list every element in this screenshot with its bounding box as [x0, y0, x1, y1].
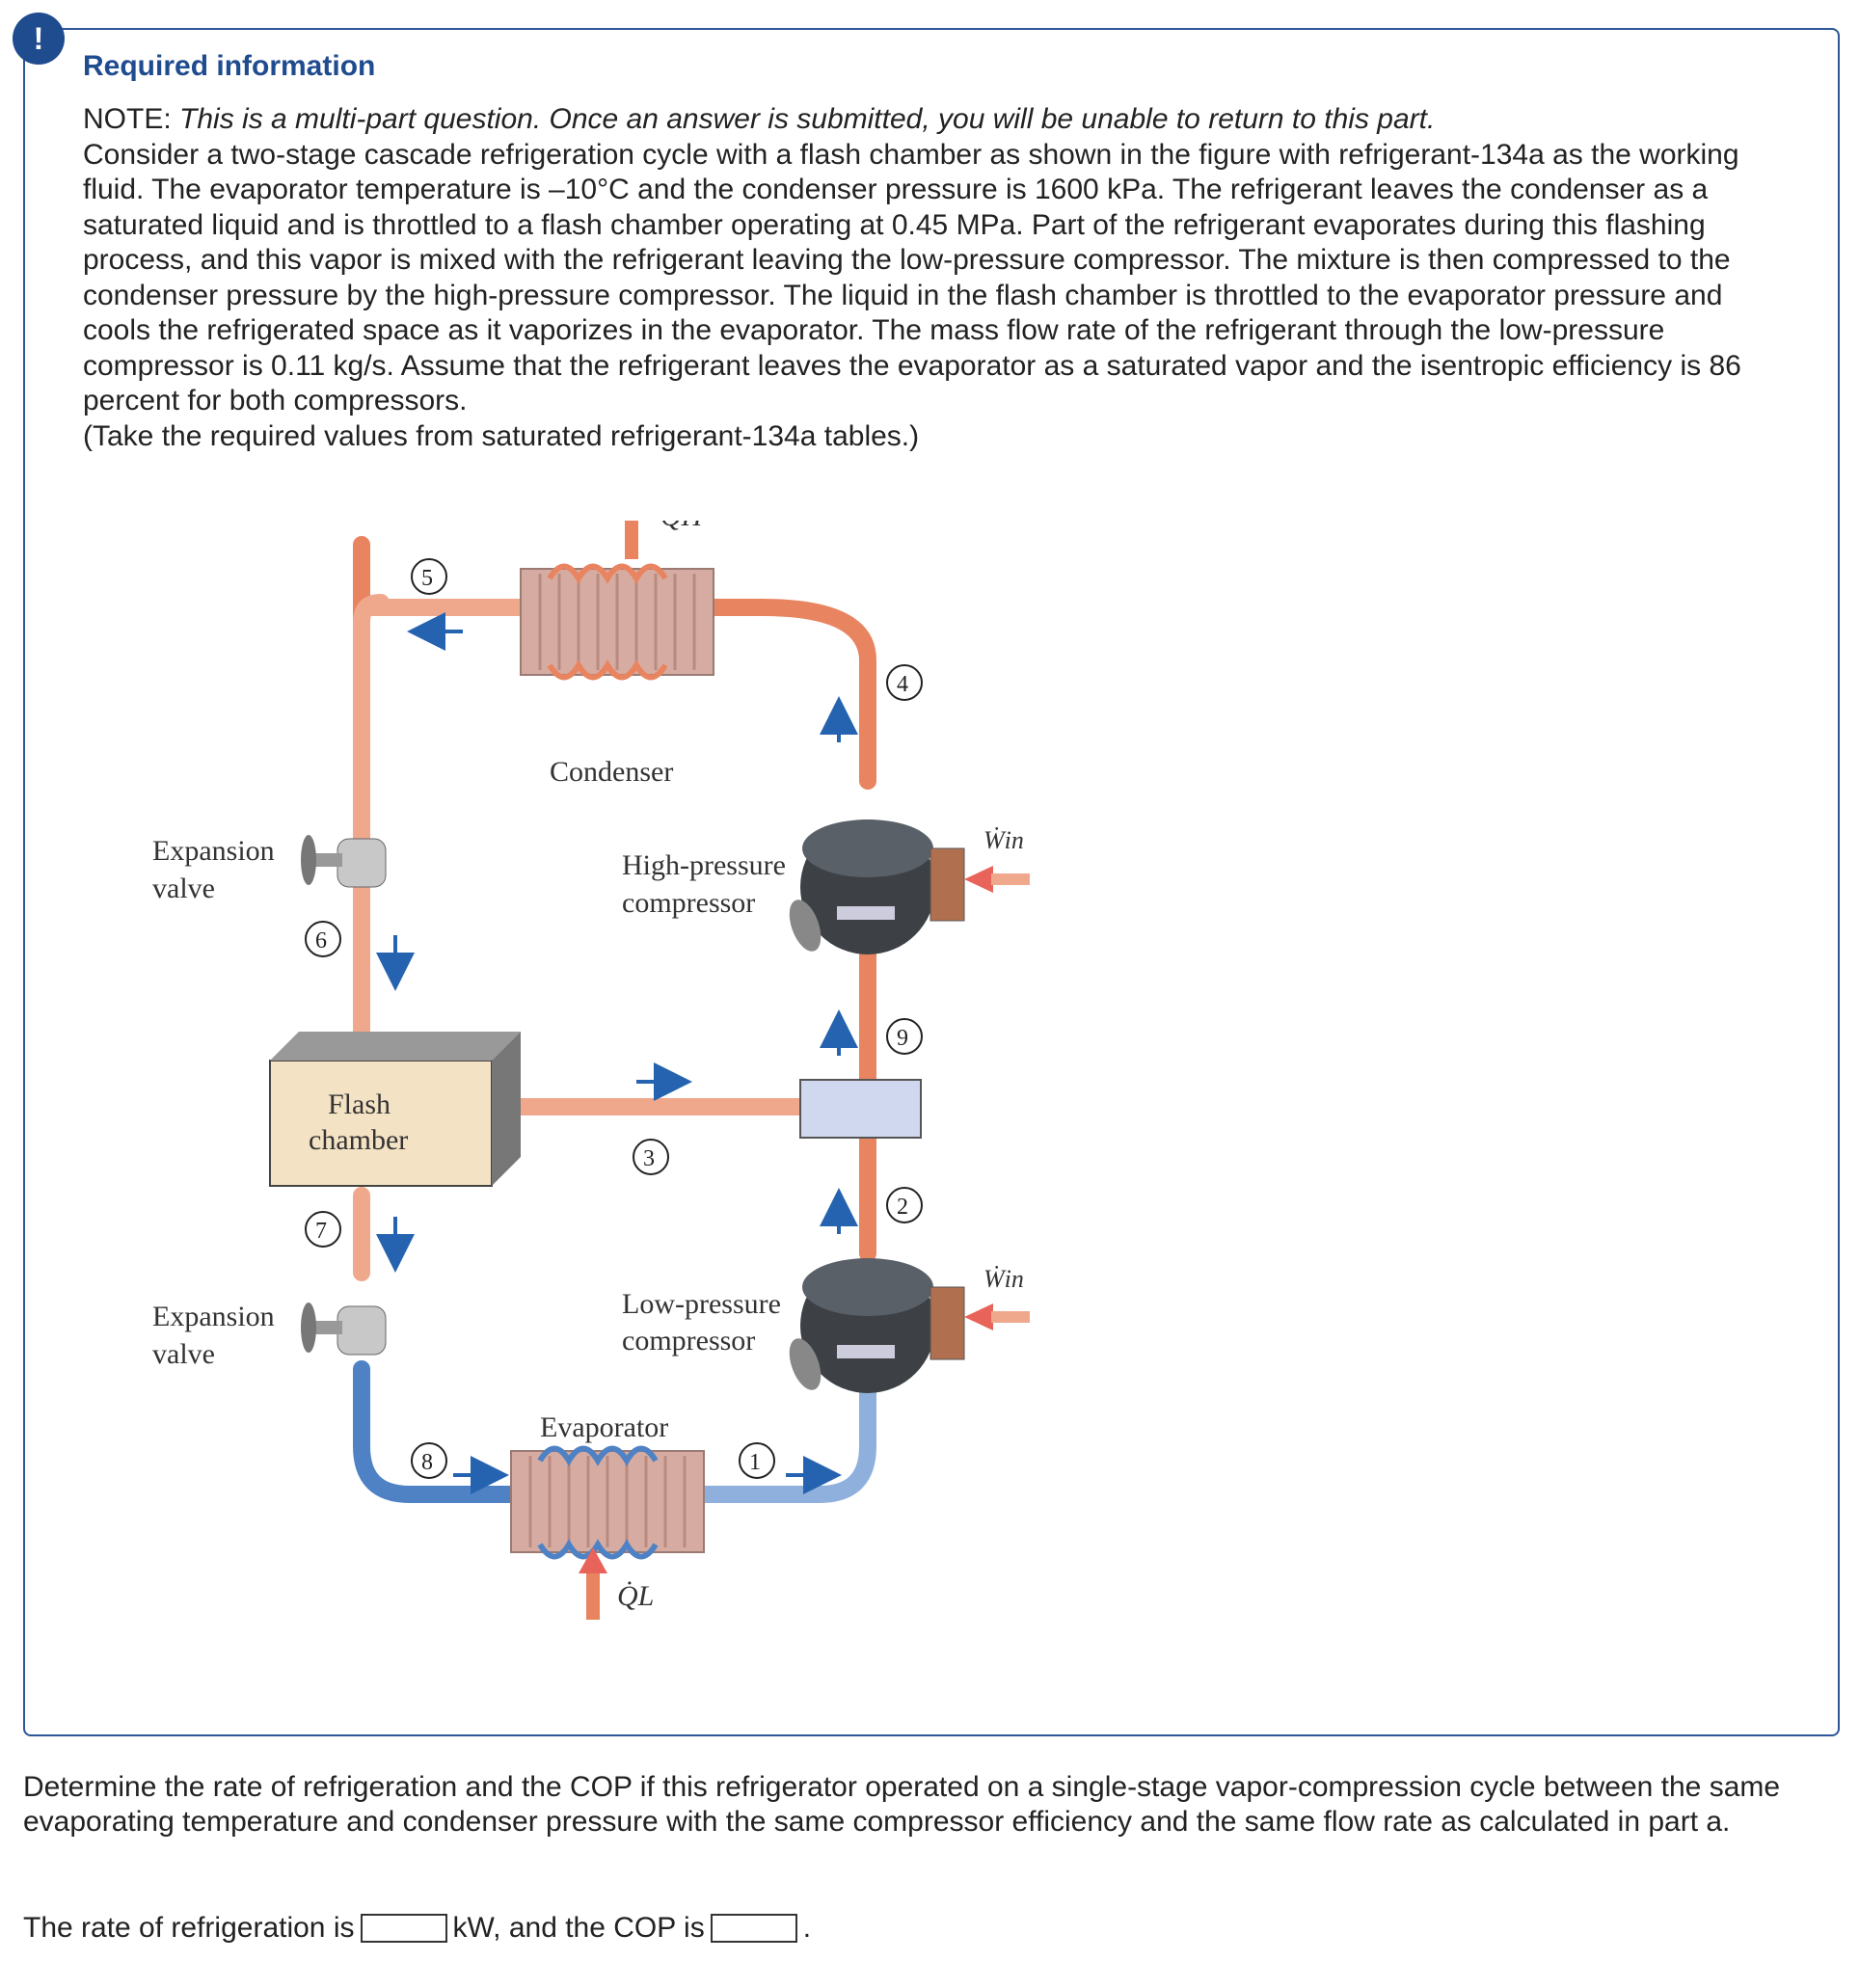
problem-statement: Consider a two-stage cascade refrigerati… [83, 138, 1741, 417]
state-6: 6 [305, 921, 341, 957]
hp-compressor-label-2: compressor [622, 887, 755, 919]
note-text: This is a multi-part question. Once an a… [179, 103, 1436, 135]
win-shaft-high [991, 873, 1030, 885]
heat-in-arrowhead [579, 1547, 607, 1573]
flash-chamber-label-1: Flash [328, 1088, 391, 1120]
state-3: 3 [633, 1139, 669, 1175]
answer-prefix: The rate of refrigeration is [23, 1912, 355, 1944]
answer-suffix: . [802, 1912, 812, 1944]
win-shaft-low [991, 1311, 1030, 1323]
condenser-label: Condenser [550, 756, 673, 788]
question-text: Determine the rate of refrigeration and … [23, 1771, 1781, 1838]
answer-line: The rate of refrigeration is kW, and the… [23, 1912, 811, 1945]
info-title: Required information [83, 50, 376, 82]
answer-unit-mid: kW, and the COP is [452, 1912, 705, 1944]
expansion-label-lower-2: valve [152, 1338, 215, 1370]
state-9: 9 [886, 1018, 923, 1055]
state-2: 2 [886, 1187, 923, 1223]
note-label: NOTE: [83, 103, 172, 135]
lp-compressor-label-1: Low-pressure [622, 1288, 781, 1320]
hp-compressor-label-1: High-pressure [622, 849, 786, 881]
cop-input[interactable] [710, 1914, 797, 1943]
svg-text:3: 3 [643, 1146, 655, 1171]
state-4: 4 [886, 664, 923, 701]
expansion-valve-upper [301, 835, 387, 888]
evaporator [510, 1445, 705, 1560]
win-arrow-high [964, 866, 993, 893]
ql-label: Q̇L [617, 1580, 654, 1612]
flash-chamber-label-2: chamber [309, 1124, 408, 1156]
svg-text:9: 9 [897, 1026, 908, 1051]
tables-note: (Take the required values from saturated… [83, 419, 920, 452]
low-pressure-compressor [789, 1258, 965, 1393]
problem-text: NOTE: This is a multi-part question. Onc… [83, 102, 1761, 454]
svg-text:2: 2 [897, 1195, 908, 1220]
state-1: 1 [739, 1442, 775, 1479]
state-5: 5 [411, 558, 447, 595]
expansion-label-upper-1: Expansion [152, 835, 275, 867]
expansion-label-lower-1: Expansion [152, 1301, 275, 1332]
svg-text:6: 6 [315, 928, 327, 954]
state-7: 7 [305, 1211, 341, 1248]
qh-label: Q̇H [660, 521, 705, 532]
condenser [520, 563, 714, 681]
lp-compressor-label-2: compressor [622, 1325, 755, 1357]
flash-chamber [269, 1032, 521, 1187]
required-info-panel [23, 28, 1840, 1736]
svg-text:5: 5 [421, 566, 433, 591]
state-8: 8 [411, 1442, 447, 1479]
high-pressure-compressor [789, 819, 965, 954]
cascade-refrigeration-diagram: Q̇H Condenser Ẇin High-pressure compress… [152, 521, 1030, 1620]
win-label-high: Ẇin [983, 826, 1024, 854]
win-arrow-low [964, 1303, 993, 1330]
svg-text:1: 1 [749, 1450, 761, 1475]
state-markers: 5 4 6 9 3 2 7 8 1 [305, 558, 923, 1479]
win-label-low: Ẇin [983, 1265, 1024, 1293]
refrigeration-rate-input[interactable] [360, 1914, 447, 1943]
alert-icon: ! [13, 13, 65, 65]
flow-arrows [376, 612, 858, 1494]
expansion-label-upper-2: valve [152, 873, 215, 904]
evaporator-label: Evaporator [540, 1411, 668, 1443]
svg-text:4: 4 [897, 672, 908, 697]
svg-text:8: 8 [421, 1450, 433, 1475]
mixing-chamber [799, 1079, 922, 1139]
expansion-valve-lower [301, 1303, 387, 1356]
svg-text:7: 7 [315, 1219, 327, 1244]
